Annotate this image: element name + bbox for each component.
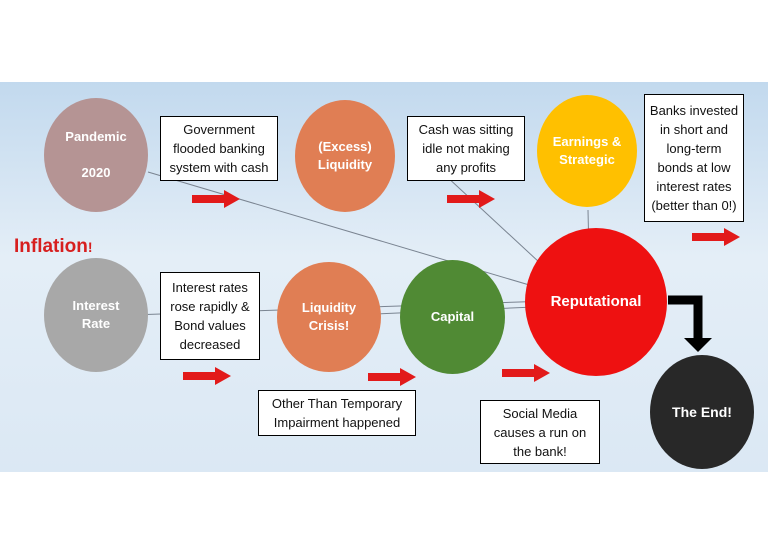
circle-the-end: The End! xyxy=(650,355,754,469)
box-social-media: Social Media causes a run on the bank! xyxy=(480,400,600,464)
red-arrow-icon xyxy=(368,368,416,386)
circle-capital: Capital xyxy=(400,260,505,374)
capital-label: Capital xyxy=(430,309,475,324)
circle-reputational: Reputational xyxy=(525,228,667,376)
circle-liquidity-crisis: Liquidity Crisis! xyxy=(277,262,381,372)
box-otti: Other Than Temporary Impairment happened xyxy=(258,390,416,436)
down-right-arrow xyxy=(668,295,703,345)
earnings-label: Earnings & Strategic xyxy=(552,134,622,167)
inflation-bang: ! xyxy=(87,239,93,255)
circle-pandemic: Pandemic 2020 xyxy=(44,98,148,212)
red-arrow-icon xyxy=(692,228,740,246)
liquidity-label: (Excess) Liquidity xyxy=(317,139,373,172)
box-interest-rates: Interest rates rose rapidly & Bond value… xyxy=(160,272,260,360)
circle-excess-liquidity: (Excess) Liquidity xyxy=(295,100,395,212)
circle-earnings-strategic: Earnings & Strategic xyxy=(537,95,637,207)
inflation-label: Inflation! xyxy=(14,236,93,258)
reputational-label: Reputational xyxy=(550,293,642,310)
the-end-label: The End! xyxy=(672,404,732,420)
down-right-arrow-head xyxy=(684,338,712,352)
red-arrow-icon xyxy=(192,190,240,208)
red-arrow-icon xyxy=(502,364,550,382)
box-banks-invested: Banks invested in short and long-term bo… xyxy=(644,94,744,222)
connector-line xyxy=(147,171,581,301)
red-arrow-icon xyxy=(447,190,495,208)
interest-rate-label: Interest Rate xyxy=(72,298,120,331)
liquidity-crisis-label: Liquidity Crisis! xyxy=(301,300,357,333)
inflation-text: Inflation xyxy=(14,236,88,257)
pandemic-label: Pandemic 2020 xyxy=(65,129,127,180)
box-cash-idle: Cash was sitting idle not making any pro… xyxy=(407,116,525,181)
circle-interest-rate: Interest Rate xyxy=(44,258,148,372)
box-government: Government flooded banking system with c… xyxy=(160,116,278,181)
red-arrow-icon xyxy=(183,367,231,385)
